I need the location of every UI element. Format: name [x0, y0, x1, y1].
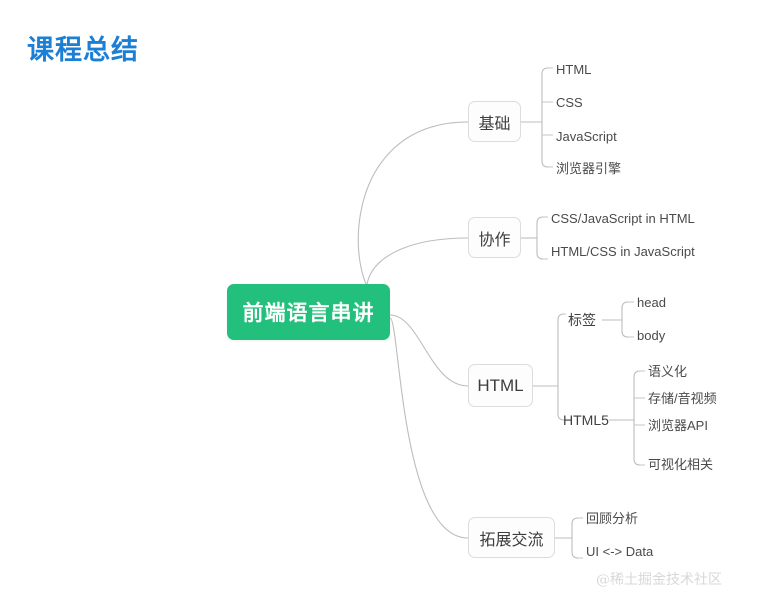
leaf-semantics[interactable]: 语义化 — [648, 364, 688, 379]
wire-root-to-jichu — [357, 121, 469, 308]
leaf-review-analysis[interactable]: 回顾分析 — [586, 511, 639, 526]
leaf-html[interactable]: HTML — [556, 62, 592, 77]
wire-root-to-tuozhan — [389, 317, 469, 539]
leaf-css[interactable]: CSS — [556, 95, 583, 110]
branch-node-jichu-label: 基础 — [478, 115, 511, 133]
branch-node-html-label: HTML — [477, 375, 524, 395]
branch-node-tuozhan-label: 拓展交流 — [479, 531, 544, 549]
leaf-browser-engine[interactable]: 浏览器引擎 — [556, 161, 622, 176]
watermark: @稀土掘金技术社区 — [596, 572, 722, 588]
leaf-ui-data[interactable]: UI <-> Data — [586, 544, 654, 559]
root-node-label: 前端语言串讲 — [242, 302, 375, 325]
leaf-css-js-in-html[interactable]: CSS/JavaScript in HTML — [551, 211, 695, 226]
branch-node-tuozhan[interactable]: 拓展交流 — [468, 517, 555, 558]
sub-node-biaoqian[interactable]: 标签 — [568, 312, 596, 328]
branch-node-xiezuo-label: 协作 — [478, 231, 511, 249]
root-node[interactable]: 前端语言串讲 — [227, 284, 390, 340]
branch-node-html[interactable]: HTML — [468, 364, 533, 407]
wire-root-to-html — [389, 314, 469, 387]
wire-jichu-bus — [541, 67, 549, 168]
leaf-javascript[interactable]: JavaScript — [556, 129, 617, 144]
wire-xiezuo-bus — [536, 216, 544, 260]
leaf-head[interactable]: head — [637, 295, 666, 310]
leaf-body[interactable]: body — [637, 328, 666, 343]
wire-tuozhan-bus — [571, 517, 579, 559]
wire-biaoqian-bus — [621, 301, 629, 338]
wire-html-bus — [557, 313, 565, 421]
leaf-html-css-in-js[interactable]: HTML/CSS in JavaScript — [551, 244, 695, 259]
wire-html5-bus — [633, 370, 641, 466]
sub-node-html5[interactable]: HTML5 — [563, 412, 609, 428]
leaf-storage-av[interactable]: 存储/音视频 — [648, 391, 717, 406]
leaf-visualization[interactable]: 可视化相关 — [648, 457, 714, 472]
leaf-browser-api[interactable]: 浏览器API — [648, 418, 708, 433]
page-title: 课程总结 — [27, 35, 139, 65]
branch-node-xiezuo[interactable]: 协作 — [468, 217, 521, 258]
branch-node-jichu[interactable]: 基础 — [468, 101, 521, 142]
